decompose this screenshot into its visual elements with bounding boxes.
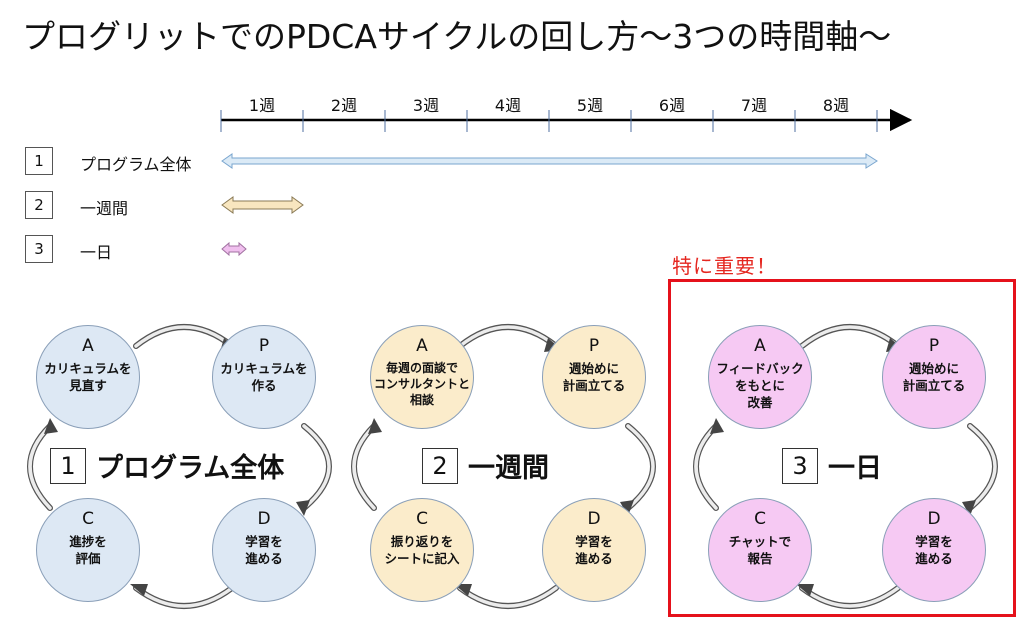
cycle-week-C: C 振り返りを シートに記入 — [370, 498, 474, 602]
week-label-4: 4週 — [494, 96, 522, 115]
week-label-3: 3週 — [412, 96, 440, 115]
phase-description: 振り返りを シートに記入 — [384, 534, 460, 566]
phase-letter: P — [928, 336, 940, 356]
phase-letter: A — [754, 336, 766, 356]
cycle-connectors — [693, 324, 998, 609]
highlight-frame — [668, 279, 1016, 617]
cycle-program: A カリキュラムを 見直す P カリキュラムを 作る C 進捗を 評価 D 学習… — [24, 318, 344, 614]
phase-description: カリキュラムを 作る — [220, 361, 308, 393]
cycle-day-C: C チャットで 報告 — [708, 498, 812, 602]
week-label-7: 7週 — [740, 96, 768, 115]
phase-description: 学習を 進める — [915, 534, 953, 566]
phase-letter: C — [754, 509, 766, 529]
cycle-program-P: P カリキュラムを 作る — [212, 325, 316, 429]
page-title: プログリットでのPDCAサイクルの回し方～3つの時間軸～ — [22, 17, 892, 56]
cycle-week-D: D 学習を 進める — [542, 498, 646, 602]
phase-description: 毎週の面談で コンサルタントと 相談 — [373, 361, 470, 407]
row-number-3: 3 — [25, 235, 53, 263]
row-label-week: 一週間 — [80, 199, 129, 218]
phase-description: カリキュラムを 見直す — [44, 361, 132, 393]
phase-letter: A — [82, 336, 94, 356]
week-label-2: 2週 — [330, 96, 358, 115]
cycle-label: 一週間 — [468, 453, 549, 484]
cycle-program-title: 1 プログラム全体 — [50, 446, 284, 485]
phase-description: 進捗を 評価 — [69, 534, 107, 566]
phase-description: 学習を 進める — [245, 534, 283, 566]
cycle-week-title: 2 一週間 — [422, 446, 549, 485]
cycle-day-P: P 週始めに 計画立てる — [882, 325, 986, 429]
cycle-label: 一日 — [828, 453, 882, 484]
cycle-week: A 毎週の面談で コンサルタントと 相談 P 週始めに 計画立てる C 振り返り… — [348, 318, 668, 614]
cycle-number: 1 — [50, 447, 86, 484]
phase-letter: D — [927, 509, 941, 529]
cycle-day: A フィードバック をもとに 改善 P 週始めに 計画立てる C チャットで 報… — [690, 318, 1010, 614]
day-span-arrow — [221, 241, 247, 257]
week-label-5: 5週 — [576, 96, 604, 115]
cycle-program-A: A カリキュラムを 見直す — [36, 325, 140, 429]
row-label-day: 一日 — [80, 243, 113, 262]
cycle-day-A: A フィードバック をもとに 改善 — [708, 325, 812, 429]
phase-letter: D — [587, 509, 601, 529]
important-note: 特に重要！ — [672, 254, 777, 278]
cycle-number: 3 — [782, 447, 818, 484]
timeline-ticks — [220, 110, 878, 132]
week-label-6: 6週 — [658, 96, 686, 115]
week-label-1: 1週 — [248, 96, 276, 115]
phase-description: 週始めに 計画立てる — [902, 361, 966, 393]
week-span-arrow — [221, 196, 304, 214]
cycle-number: 2 — [422, 447, 458, 484]
cycle-week-P: P 週始めに 計画立てる — [542, 325, 646, 429]
cycle-day-D: D 学習を 進める — [882, 498, 986, 602]
timeline — [220, 108, 913, 257]
phase-letter: P — [588, 336, 600, 356]
phase-letter: A — [416, 336, 428, 356]
row-number-1: 1 — [25, 147, 53, 175]
phase-letter: P — [258, 336, 270, 356]
phase-description: 学習を 進める — [575, 534, 613, 566]
cycle-label: プログラム全体 — [96, 453, 285, 484]
cycle-program-D: D 学習を 進める — [212, 498, 316, 602]
cycle-day-title: 3 一日 — [782, 446, 882, 485]
cycle-week-A: A 毎週の面談で コンサルタントと 相談 — [370, 325, 474, 429]
phase-description: フィードバック をもとに 改善 — [716, 361, 804, 410]
row-number-2: 2 — [25, 191, 53, 219]
phase-description: チャットで 報告 — [728, 534, 792, 566]
cycle-program-C: C 進捗を 評価 — [36, 498, 140, 602]
phase-letter: D — [257, 509, 271, 529]
program-span-arrow — [221, 153, 878, 169]
row-label-program: プログラム全体 — [80, 155, 192, 174]
phase-letter: C — [416, 509, 428, 529]
phase-description: 週始めに 計画立てる — [562, 361, 626, 393]
phase-letter: C — [82, 509, 94, 529]
week-label-8: 8週 — [822, 96, 850, 115]
